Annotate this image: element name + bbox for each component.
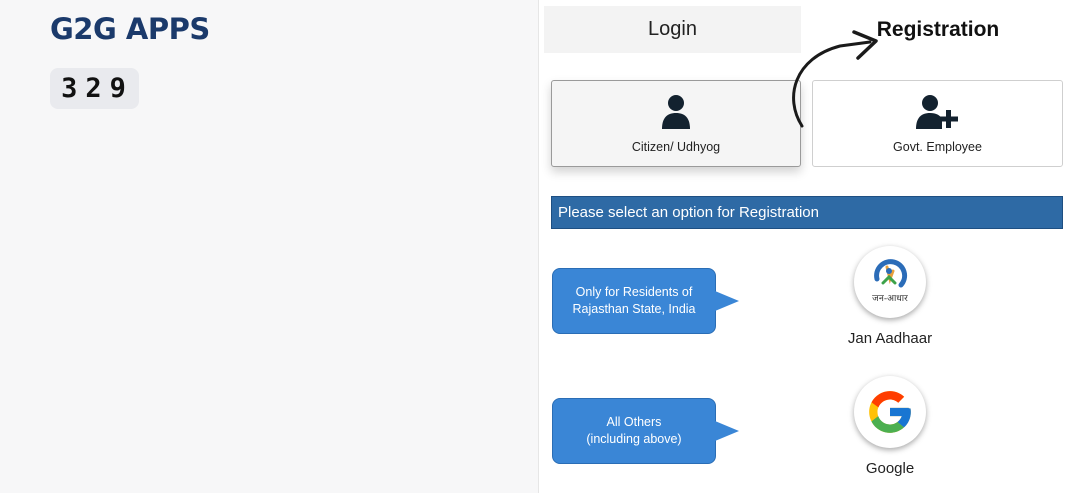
google-logo-icon[interactable] xyxy=(854,376,926,448)
jan-aadhaar-option[interactable]: जन-आधार Jan Aadhaar xyxy=(846,246,934,347)
callout-line: Rajasthan State, India xyxy=(572,302,696,316)
jan-aadhaar-logo-icon[interactable]: जन-आधार xyxy=(854,246,926,318)
user-icon xyxy=(661,94,691,135)
jan-aadhaar-logo-text: जन-आधार xyxy=(872,294,908,304)
google-option[interactable]: Google xyxy=(846,376,934,477)
all-others-callout: All Others (including above) xyxy=(552,398,716,464)
citizen-udhyog-card[interactable]: Citizen/ Udhyog xyxy=(551,80,801,167)
card-label: Citizen/ Udhyog xyxy=(631,140,721,154)
registration-option-banner: Please select an option for Registration xyxy=(551,196,1063,229)
visitor-counter: 3 2 9 xyxy=(50,68,139,109)
curved-arrow-icon xyxy=(792,30,878,128)
callout-line: Only for Residents of xyxy=(575,285,693,299)
card-label: Govt. Employee xyxy=(893,140,982,154)
counter-digit: 2 xyxy=(85,73,104,104)
residents-callout: Only for Residents of Rajasthan State, I… xyxy=(552,268,716,334)
jan-aadhaar-label[interactable]: Jan Aadhaar xyxy=(847,330,933,347)
callout-line: (including above) xyxy=(586,432,682,446)
counter-digit: 3 xyxy=(61,73,80,104)
left-panel: G2G APPS 3 2 9 xyxy=(0,0,539,493)
user-plus-icon xyxy=(914,94,962,135)
counter-digit: 9 xyxy=(109,73,128,104)
callout-line: All Others xyxy=(606,415,662,429)
app-title: G2G APPS xyxy=(50,12,210,46)
govt-employee-card[interactable]: Govt. Employee xyxy=(812,80,1063,167)
google-label[interactable]: Google xyxy=(865,460,915,477)
tab-login[interactable]: Login xyxy=(544,6,801,53)
